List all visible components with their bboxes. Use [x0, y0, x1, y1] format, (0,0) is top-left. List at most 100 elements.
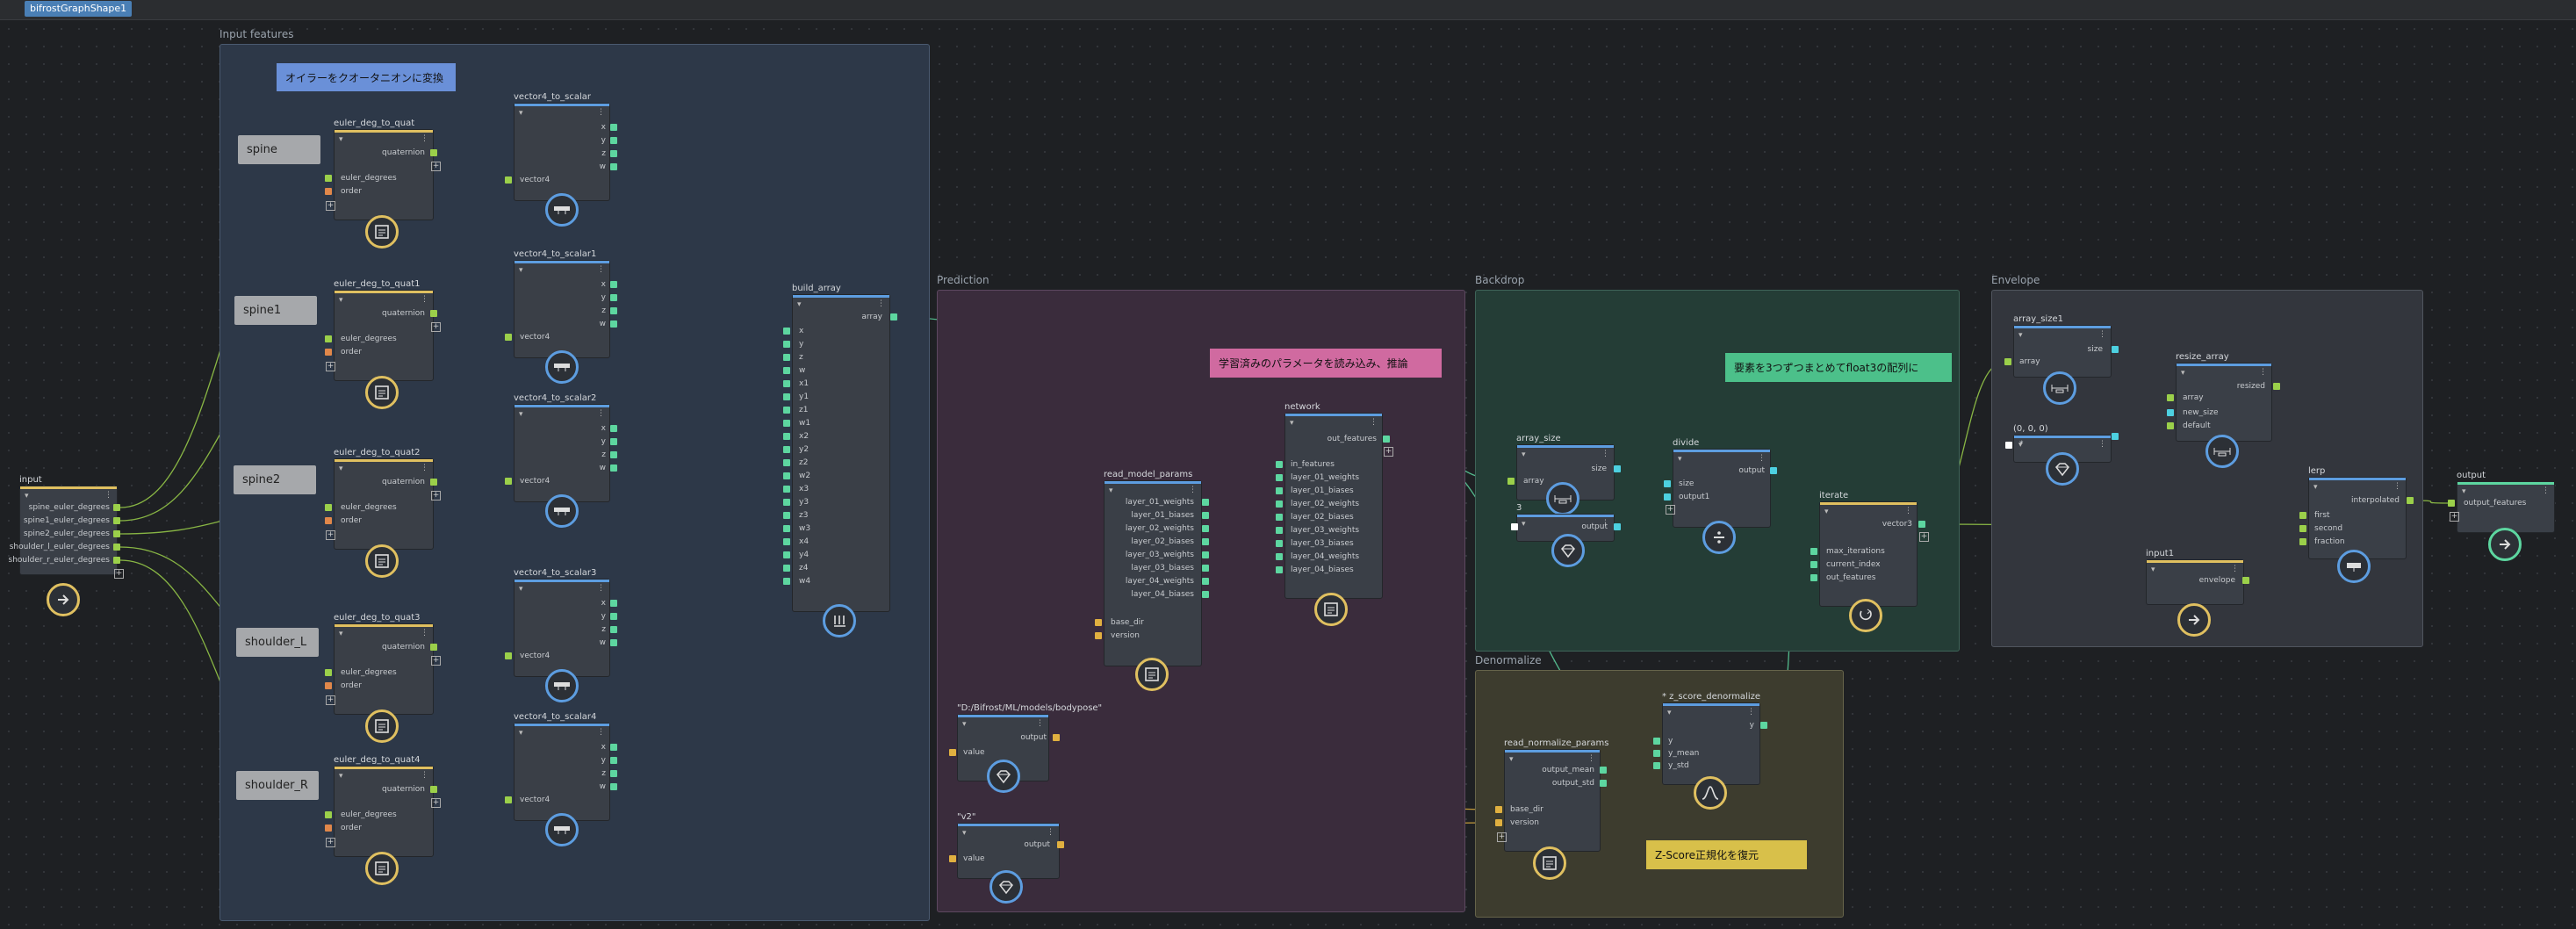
- build-array-in-port[interactable]: [783, 354, 790, 361]
- add-port-icon[interactable]: +: [326, 838, 335, 847]
- expand-icon[interactable]: ▾: [25, 492, 29, 501]
- scalar-out-port[interactable]: [610, 451, 617, 458]
- add-port-icon[interactable]: +: [1497, 832, 1507, 842]
- menu-icon[interactable]: ⋮: [2542, 486, 2550, 495]
- input-port[interactable]: [113, 544, 120, 551]
- read-model-params-node[interactable]: ▾⋮: [1104, 480, 1202, 666]
- build-array-node[interactable]: ▾⋮: [792, 294, 890, 612]
- vector4-to-scalar-node[interactable]: ▾⋮: [514, 723, 610, 821]
- order-port[interactable]: [325, 349, 332, 356]
- build-array-in-port[interactable]: [783, 565, 790, 572]
- network-in-port[interactable]: [1276, 461, 1283, 468]
- size-out-port[interactable]: [1614, 465, 1621, 472]
- scalar-out-port[interactable]: [610, 639, 617, 646]
- vector4-in-port[interactable]: [505, 478, 512, 485]
- network-in-port[interactable]: [1276, 474, 1283, 481]
- param-out-port[interactable]: [1202, 591, 1209, 598]
- vec-in-port[interactable]: [2005, 442, 2012, 449]
- scalar-out-port[interactable]: [610, 294, 617, 301]
- build-array-icon[interactable]: [823, 604, 856, 637]
- version-value-port[interactable]: [949, 855, 956, 862]
- scalar-out-port[interactable]: [610, 783, 617, 790]
- order-port[interactable]: [325, 188, 332, 195]
- menu-icon[interactable]: ⋮: [2098, 440, 2106, 449]
- add-port-icon[interactable]: +: [1666, 505, 1675, 515]
- expand-icon[interactable]: ▾: [519, 109, 523, 118]
- resize-array-node[interactable]: ▾⋮: [2176, 363, 2272, 442]
- quaternion-out-port[interactable]: [430, 644, 437, 651]
- version-output-port[interactable]: [1057, 841, 1064, 848]
- scalar-out-port[interactable]: [610, 137, 617, 144]
- scalar-out-port[interactable]: [610, 757, 617, 764]
- quaternion-out-port[interactable]: [430, 479, 437, 486]
- add-port-icon[interactable]: +: [326, 362, 335, 371]
- lerp-icon[interactable]: [2337, 550, 2371, 583]
- menu-icon[interactable]: ⋮: [1587, 754, 1595, 763]
- build-array-in-port[interactable]: [783, 328, 790, 335]
- path-value-port[interactable]: [949, 749, 956, 756]
- expand-icon[interactable]: ▾: [2151, 565, 2155, 574]
- build-array-in-port[interactable]: [783, 459, 790, 466]
- menu-icon[interactable]: ⋮: [1758, 454, 1766, 463]
- build-array-in-port[interactable]: [783, 512, 790, 519]
- iterate-node[interactable]: ▾⋮: [1819, 501, 1918, 607]
- build-array-in-port[interactable]: [783, 407, 790, 414]
- base-dir-port[interactable]: [1495, 806, 1502, 813]
- vector4-to-scalar-node[interactable]: ▾⋮: [514, 103, 610, 201]
- param-out-port[interactable]: [1202, 551, 1209, 558]
- param-out-port[interactable]: [1202, 499, 1209, 506]
- euler-degrees-port[interactable]: [325, 811, 332, 818]
- scalar-out-port[interactable]: [610, 464, 617, 472]
- value-icon[interactable]: [1551, 534, 1585, 567]
- scalar-out-port[interactable]: [610, 320, 617, 328]
- expand-icon[interactable]: ▾: [519, 729, 523, 738]
- network-in-port[interactable]: [1276, 501, 1283, 508]
- add-port-icon[interactable]: +: [431, 656, 441, 666]
- size-out-port[interactable]: [2112, 346, 2119, 353]
- interpolated-out-port[interactable]: [2407, 497, 2414, 504]
- menu-icon[interactable]: ⋮: [1601, 450, 1609, 458]
- menu-icon[interactable]: ⋮: [877, 299, 885, 308]
- array-size-icon[interactable]: [1546, 482, 1579, 515]
- input-port[interactable]: [113, 557, 120, 564]
- expand-icon[interactable]: ▾: [2018, 441, 2023, 450]
- param-out-port[interactable]: [1202, 512, 1209, 519]
- arrow-icon[interactable]: [2488, 528, 2522, 561]
- scalar-out-port[interactable]: [610, 770, 617, 777]
- array-in-port[interactable]: [2167, 394, 2174, 401]
- iterate-in-port[interactable]: [1810, 561, 1817, 568]
- iterate-in-port[interactable]: [1810, 548, 1817, 555]
- network-in-port[interactable]: [1276, 514, 1283, 521]
- graph-icon[interactable]: [365, 376, 399, 409]
- menu-icon[interactable]: ⋮: [421, 464, 428, 472]
- vector-split-icon[interactable]: [545, 813, 579, 846]
- menu-icon[interactable]: ⋮: [1601, 519, 1609, 528]
- lerp-in-port[interactable]: [2299, 512, 2306, 519]
- divide-node[interactable]: ▾⋮: [1673, 449, 1771, 528]
- version-port[interactable]: [1495, 819, 1502, 826]
- menu-icon[interactable]: ⋮: [1036, 719, 1044, 728]
- z-in-port[interactable]: [1653, 762, 1660, 769]
- output-features-port[interactable]: [2448, 500, 2455, 507]
- build-array-in-port[interactable]: [783, 486, 790, 493]
- menu-icon[interactable]: ⋮: [2098, 330, 2106, 339]
- graph-icon[interactable]: [365, 215, 399, 248]
- array-size-icon[interactable]: [2043, 371, 2076, 405]
- build-array-in-port[interactable]: [783, 380, 790, 387]
- vector4-in-port[interactable]: [505, 796, 512, 803]
- menu-icon[interactable]: ⋮: [1047, 828, 1054, 837]
- build-array-in-port[interactable]: [783, 578, 790, 585]
- euler-to-quat-node[interactable]: ▾⋮: [334, 290, 434, 381]
- order-port[interactable]: [325, 682, 332, 689]
- graph-icon[interactable]: [365, 544, 399, 578]
- menu-icon[interactable]: ⋮: [597, 108, 605, 117]
- normal-curve-icon[interactable]: [1694, 776, 1727, 810]
- quaternion-out-port[interactable]: [430, 149, 437, 156]
- vector-split-icon[interactable]: [545, 494, 579, 528]
- scalar-out-port[interactable]: [610, 281, 617, 288]
- network-node[interactable]: ▾⋮: [1284, 413, 1383, 599]
- envelope-out-port[interactable]: [2242, 577, 2249, 584]
- add-port-icon[interactable]: +: [114, 569, 124, 579]
- z-in-port[interactable]: [1653, 750, 1660, 757]
